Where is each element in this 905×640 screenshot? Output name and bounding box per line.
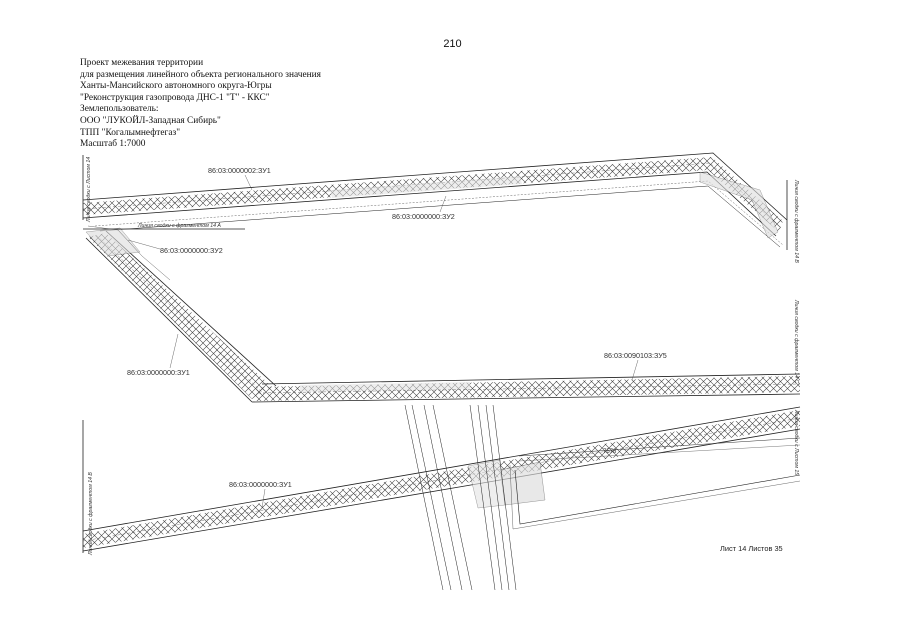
corridor-diagonal-hatch [88, 233, 272, 399]
cut-label-fragment-b: Линия сводки с фрагментом 14 В [793, 179, 799, 263]
pipeline-line [477, 404, 503, 591]
road-block [509, 437, 801, 530]
label-leader [127, 239, 161, 250]
corridor-middle-edge [251, 393, 801, 403]
road-block-outline [514, 469, 801, 525]
corridor-middle [251, 373, 801, 403]
parcel-label-zu2-top: 86:03:0000000:ЗУ2 [392, 212, 455, 221]
corridor-diagonal-edge [105, 230, 277, 387]
title-line: ООО "ЛУКОЙЛ-Западная Сибирь" [80, 115, 221, 126]
corridor-bottom-edge [82, 406, 801, 532]
pipeline-line [423, 404, 463, 591]
pipeline-line [404, 404, 444, 591]
corridor-top-infill [699, 171, 779, 239]
pipeline-line [485, 404, 510, 591]
label-leader [439, 195, 447, 213]
corridor-middle-edge [261, 373, 801, 385]
corridor-bottom-centerline [82, 417, 801, 542]
cut-label-fragment-a: Линия сводки с фрагментом 14 А [137, 223, 221, 229]
corridor-top-boundary [94, 180, 784, 246]
title-line: Проект межевания территории [80, 58, 204, 68]
title-line: Ханты-Мансийского автономного округа-Югр… [80, 81, 272, 92]
corridor-top [82, 152, 788, 248]
parcel-label-zu1-bottom: 86:03:0000000:ЗУ1 [229, 480, 292, 489]
corridor-diagonal-boundary [87, 225, 171, 281]
corridor-top-boundary [99, 185, 781, 248]
corridor-bottom-infill [499, 461, 546, 506]
parcel-label-zu1-diagonal: 86:03:0000000:ЗУ1 [127, 368, 190, 377]
road-block-edge [518, 444, 801, 462]
parcel-label-zu5: 86:03:0090103:ЗУ5 [604, 351, 667, 360]
label-leader [631, 359, 639, 381]
label-leader [244, 174, 253, 191]
corridor-top-edge [82, 171, 777, 237]
road-block-edge [518, 437, 801, 457]
title-line: ТПП "Когалымнефтегаз" [80, 127, 181, 138]
page-number: 210 [443, 38, 462, 50]
parcel-label-zu2-left: 86:03:0000000:ЗУ2 [160, 246, 223, 255]
cut-label-sheet-15: Линия сводки с Листом 15 [793, 409, 799, 475]
corridor-middle-infill [300, 382, 470, 392]
pipeline-line [469, 404, 496, 591]
cut-label-left-top: Линия сводки с Листом 14 [86, 157, 92, 223]
corridor-top-hatch [83, 157, 783, 232]
corridor-diagonal-edge [85, 237, 253, 403]
corridor-middle-centerline [257, 383, 801, 394]
cut-label-fragment-c: Линия сводки с фрагментом 14 С [793, 299, 799, 383]
corridor-bottom-hatch [83, 410, 800, 548]
label-leaders [127, 174, 639, 509]
pipeline-line [492, 404, 517, 591]
parcel-label-zu1-top: 86:03:0000002:ЗУ1 [208, 166, 271, 175]
sheet-number-label: Лист 14 Листов 35 [720, 544, 783, 553]
sheet-cut-lines [82, 155, 788, 553]
title-line: Масштаб 1:7000 [80, 139, 146, 150]
corridor-diagonal [85, 225, 277, 403]
label-leader [261, 488, 266, 509]
corridor-diagonal-centerline [95, 234, 265, 395]
label-leader [169, 333, 179, 369]
road-block-outline [509, 464, 801, 530]
title-line: Землепользователь: [80, 104, 159, 115]
corridor-bottom [82, 406, 801, 552]
title-block: Проект межевания территории для размещен… [80, 58, 321, 151]
corridor-top-infill [330, 176, 522, 198]
title-line: для размещения линейного объекта региона… [80, 69, 321, 80]
pipeline-crossing [404, 404, 517, 591]
pipeline-line [432, 404, 473, 591]
road-number: 7578 [603, 449, 617, 455]
cut-label-left-bottom: Линия сводки с фрагментом 14 В [88, 472, 94, 556]
corridor-bottom-infill [467, 459, 506, 509]
title-line: "Реконструкция газопровода ДНС-1 "Т" - К… [80, 92, 270, 103]
pipeline-line [411, 404, 452, 591]
